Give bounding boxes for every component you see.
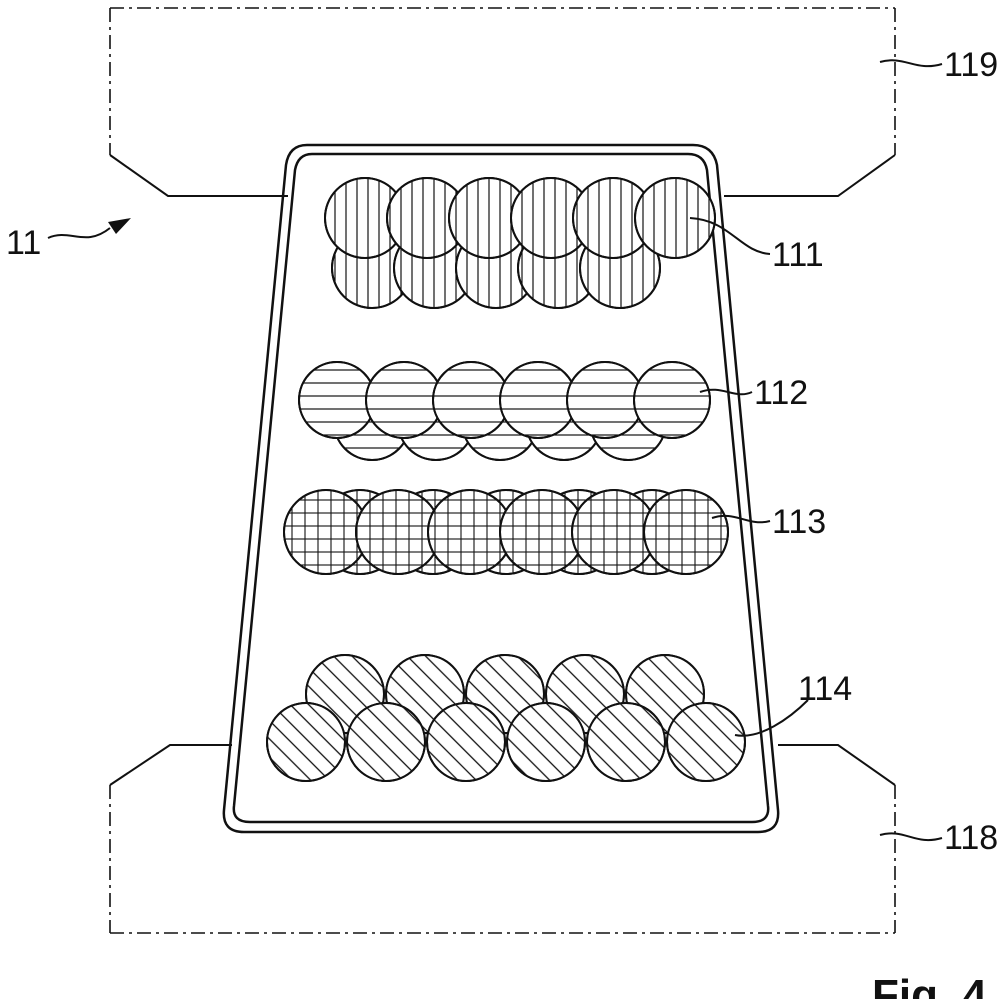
label-row-113: 113: [772, 503, 826, 541]
arrowhead-11: [108, 218, 131, 234]
label-assembly: 11: [6, 224, 41, 262]
leader-113: [711, 514, 771, 524]
conductor-row-114: [266, 654, 746, 782]
leader-114: [734, 699, 809, 737]
leader-lines: [47, 59, 943, 842]
label-lower-block: 118: [944, 819, 998, 857]
label-upper-block: 119: [944, 46, 998, 84]
figure-label: Fig. 4: [872, 971, 987, 999]
conductor-112-front-hatch-1: [298, 361, 376, 439]
conductor-112-front-hatch-3: [432, 361, 510, 439]
leader-111: [689, 217, 771, 255]
conductor-113-front-hatch-6: [643, 489, 729, 575]
conductor-114-front-hatch-3: [426, 702, 506, 782]
conductor-row-113: [283, 489, 729, 575]
conductor-112-front-hatch-4: [499, 361, 577, 439]
label-row-111: 111: [772, 236, 824, 274]
conductor-114-front-hatch-2: [346, 702, 426, 782]
label-row-112: 112: [754, 374, 808, 412]
leader-11: [47, 227, 111, 239]
conductor-114-front-hatch-1: [266, 702, 346, 782]
upper-block: [109, 7, 896, 197]
lower-block: [109, 744, 896, 934]
tapered-container: [222, 143, 780, 834]
label-row-114: 114: [798, 670, 852, 708]
conductor-112-front-hatch-2: [365, 361, 443, 439]
conductor-112-front-hatch-6: [633, 361, 711, 439]
conductor-row-112: [298, 361, 711, 461]
leader-118: [879, 832, 943, 842]
conductor-row-111: [324, 177, 716, 309]
conductor-114-front-hatch-6: [666, 702, 746, 782]
leader-119: [879, 59, 943, 68]
leader-112: [699, 388, 753, 396]
conductor-114-front-hatch-4: [506, 702, 586, 782]
conductor-112-front-hatch-5: [566, 361, 644, 439]
conductor-114-front-hatch-5: [586, 702, 666, 782]
conductor-111-front-hatch-6: [634, 177, 716, 259]
